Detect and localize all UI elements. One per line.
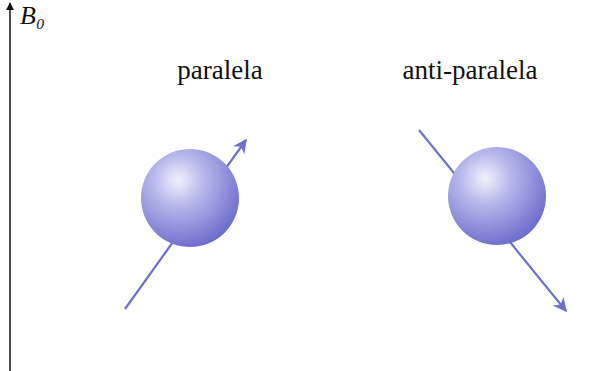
field-axis: [9, 3, 11, 371]
orientation-label: paralela: [177, 55, 262, 85]
label-holder: B₀: [20, 2, 45, 31]
spin-arrow: [419, 130, 566, 311]
field-label: B₀: [20, 1, 45, 30]
orientation-label: anti-paralela: [403, 55, 538, 85]
label-holder: paralela: [177, 56, 262, 86]
nucleus-sphere: [141, 149, 239, 247]
nucleus-sphere: [448, 147, 546, 245]
spin-arrow: [125, 140, 246, 309]
label-holder: anti-paralela: [403, 56, 538, 86]
